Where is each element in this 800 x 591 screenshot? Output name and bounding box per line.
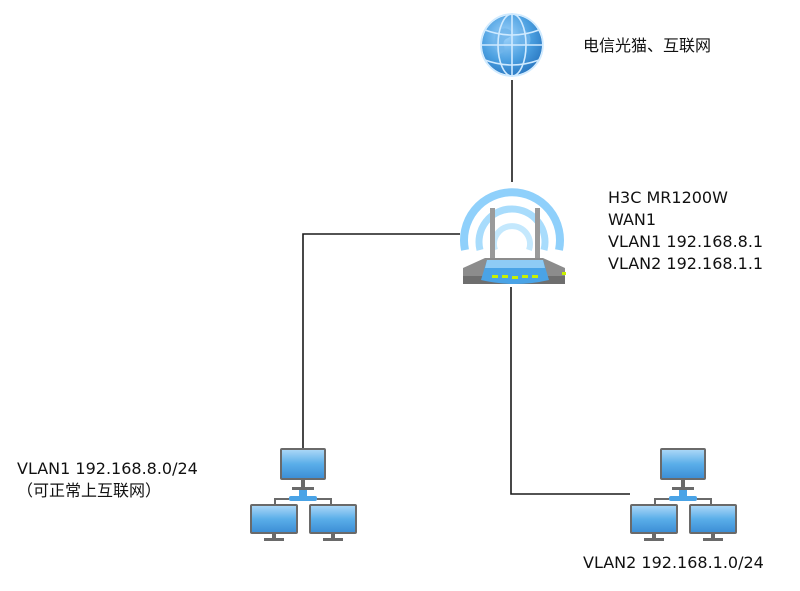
- network-computers-icon: [630, 448, 737, 541]
- wireless-router-icon: [460, 188, 566, 284]
- edge-router-vlan1: [302, 233, 460, 448]
- router-label: H3C MR1200W WAN1 VLAN1 192.168.8.1 VLAN2…: [608, 187, 763, 275]
- vlan1-subnet: VLAN1 192.168.8.0/24: [17, 459, 198, 478]
- vlan1-label: VLAN1 192.168.8.0/24 （可正常上互联网）: [17, 458, 198, 502]
- vlan2-label: VLAN2 192.168.1.0/24: [583, 552, 764, 574]
- router-node[interactable]: [455, 180, 570, 294]
- vlan1-note: （可正常上互联网）: [17, 481, 162, 500]
- network-computers-icon: [250, 448, 357, 541]
- edge-router-vlan2: [510, 287, 630, 495]
- vlan2-subnet: VLAN2 192.168.1.0/24: [583, 553, 764, 572]
- vlan1-network-node[interactable]: [247, 446, 359, 546]
- globe-icon: [480, 13, 544, 77]
- router-wan: WAN1: [608, 210, 657, 229]
- internet-label: 电信光猫、互联网: [583, 36, 712, 55]
- internet-node[interactable]: [474, 10, 550, 84]
- router-model: H3C MR1200W: [608, 188, 728, 207]
- router-vlan2-ip: VLAN2 192.168.1.1: [608, 254, 764, 273]
- vlan2-network-node[interactable]: [627, 446, 739, 546]
- router-vlan1-ip: VLAN1 192.168.8.1: [608, 232, 764, 251]
